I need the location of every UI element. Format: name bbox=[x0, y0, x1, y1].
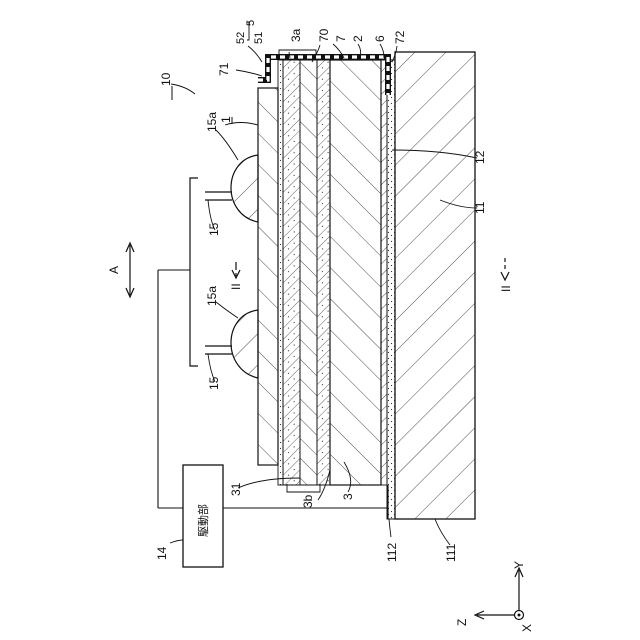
axis-label-z: Z bbox=[455, 619, 469, 626]
bump-15a-top bbox=[231, 155, 258, 222]
label-7: 7 bbox=[334, 35, 348, 42]
label-II-right: II bbox=[499, 285, 513, 292]
label-II-left: II bbox=[229, 283, 243, 290]
label-14: 14 bbox=[155, 546, 169, 560]
drive-unit-label: 駆動部 bbox=[196, 504, 210, 537]
axis-label-x: X bbox=[520, 624, 534, 632]
label-71: 71 bbox=[217, 62, 231, 76]
label-72: 72 bbox=[393, 30, 407, 44]
label-31: 31 bbox=[229, 482, 243, 496]
vibrating-plate-1 bbox=[258, 88, 278, 465]
layer-6 bbox=[381, 60, 387, 485]
label-15a-bottom: 15a bbox=[205, 286, 219, 306]
label-70: 70 bbox=[317, 28, 331, 42]
electrode-layer-3b bbox=[317, 60, 330, 485]
label-52: 52 bbox=[235, 32, 247, 44]
adhesive-layer-12 bbox=[387, 60, 395, 519]
label-3b: 3b bbox=[301, 494, 315, 508]
label-10: 10 bbox=[159, 72, 173, 86]
label-112: 112 bbox=[385, 543, 399, 562]
wire-15-top bbox=[205, 192, 232, 200]
label-3a: 3a bbox=[289, 28, 303, 42]
label-15-bottom: 15 bbox=[207, 376, 221, 390]
label-3: 3 bbox=[341, 493, 355, 500]
bump-15a-bottom bbox=[231, 310, 258, 378]
label-111: 111 bbox=[444, 543, 458, 562]
base-plate-11 bbox=[395, 52, 475, 519]
label-11: 11 bbox=[473, 201, 487, 214]
substrate-2 bbox=[330, 60, 381, 485]
label-12: 12 bbox=[473, 150, 487, 164]
label-5: 5 bbox=[245, 20, 257, 26]
label-51: 51 bbox=[253, 32, 265, 44]
piezo-layer-3 bbox=[300, 60, 317, 485]
label-A: A bbox=[107, 266, 121, 274]
electrode-layer-31 bbox=[283, 60, 300, 485]
label-6: 6 bbox=[373, 35, 387, 42]
label-15-top: 15 bbox=[207, 222, 221, 236]
axis-label-y: Y bbox=[512, 561, 526, 569]
wire-15-bottom bbox=[205, 346, 232, 354]
label-15a-top: 15a bbox=[205, 112, 219, 132]
group-bracket bbox=[190, 178, 198, 366]
label-2: 2 bbox=[351, 35, 365, 42]
label-1: 1 bbox=[219, 116, 233, 123]
thin-layer-3a bbox=[278, 60, 283, 485]
